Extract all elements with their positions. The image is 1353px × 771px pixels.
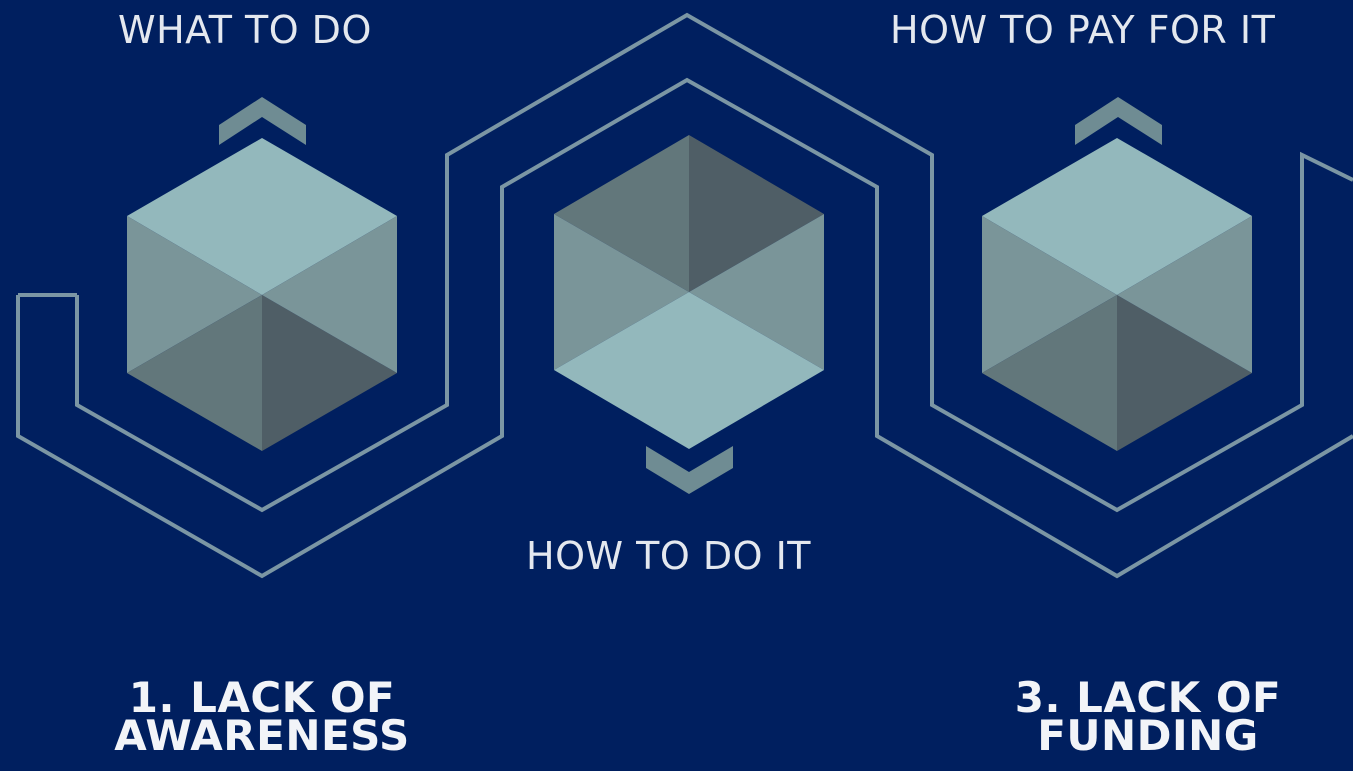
chevron-up-icon-right <box>1075 97 1162 145</box>
cube-icon-right <box>982 138 1252 451</box>
label-how-to-do-it: HOW TO DO IT <box>526 537 811 575</box>
label-how-to-pay: HOW TO PAY FOR IT <box>890 11 1275 49</box>
cube-icon-left <box>127 138 397 451</box>
cube-icon-middle <box>554 135 824 449</box>
label-what-to-do: WHAT TO DO <box>118 11 372 49</box>
heading-line: AWARENESS <box>62 717 462 755</box>
heading-lack-of-awareness: 1. LACK OF AWARENESS <box>62 679 462 755</box>
chevron-down-icon-middle <box>646 446 733 494</box>
heading-line: FUNDING <box>948 717 1348 755</box>
heading-lack-of-funding: 3. LACK OF FUNDING <box>948 679 1348 755</box>
chevron-up-icon-left <box>219 97 306 145</box>
